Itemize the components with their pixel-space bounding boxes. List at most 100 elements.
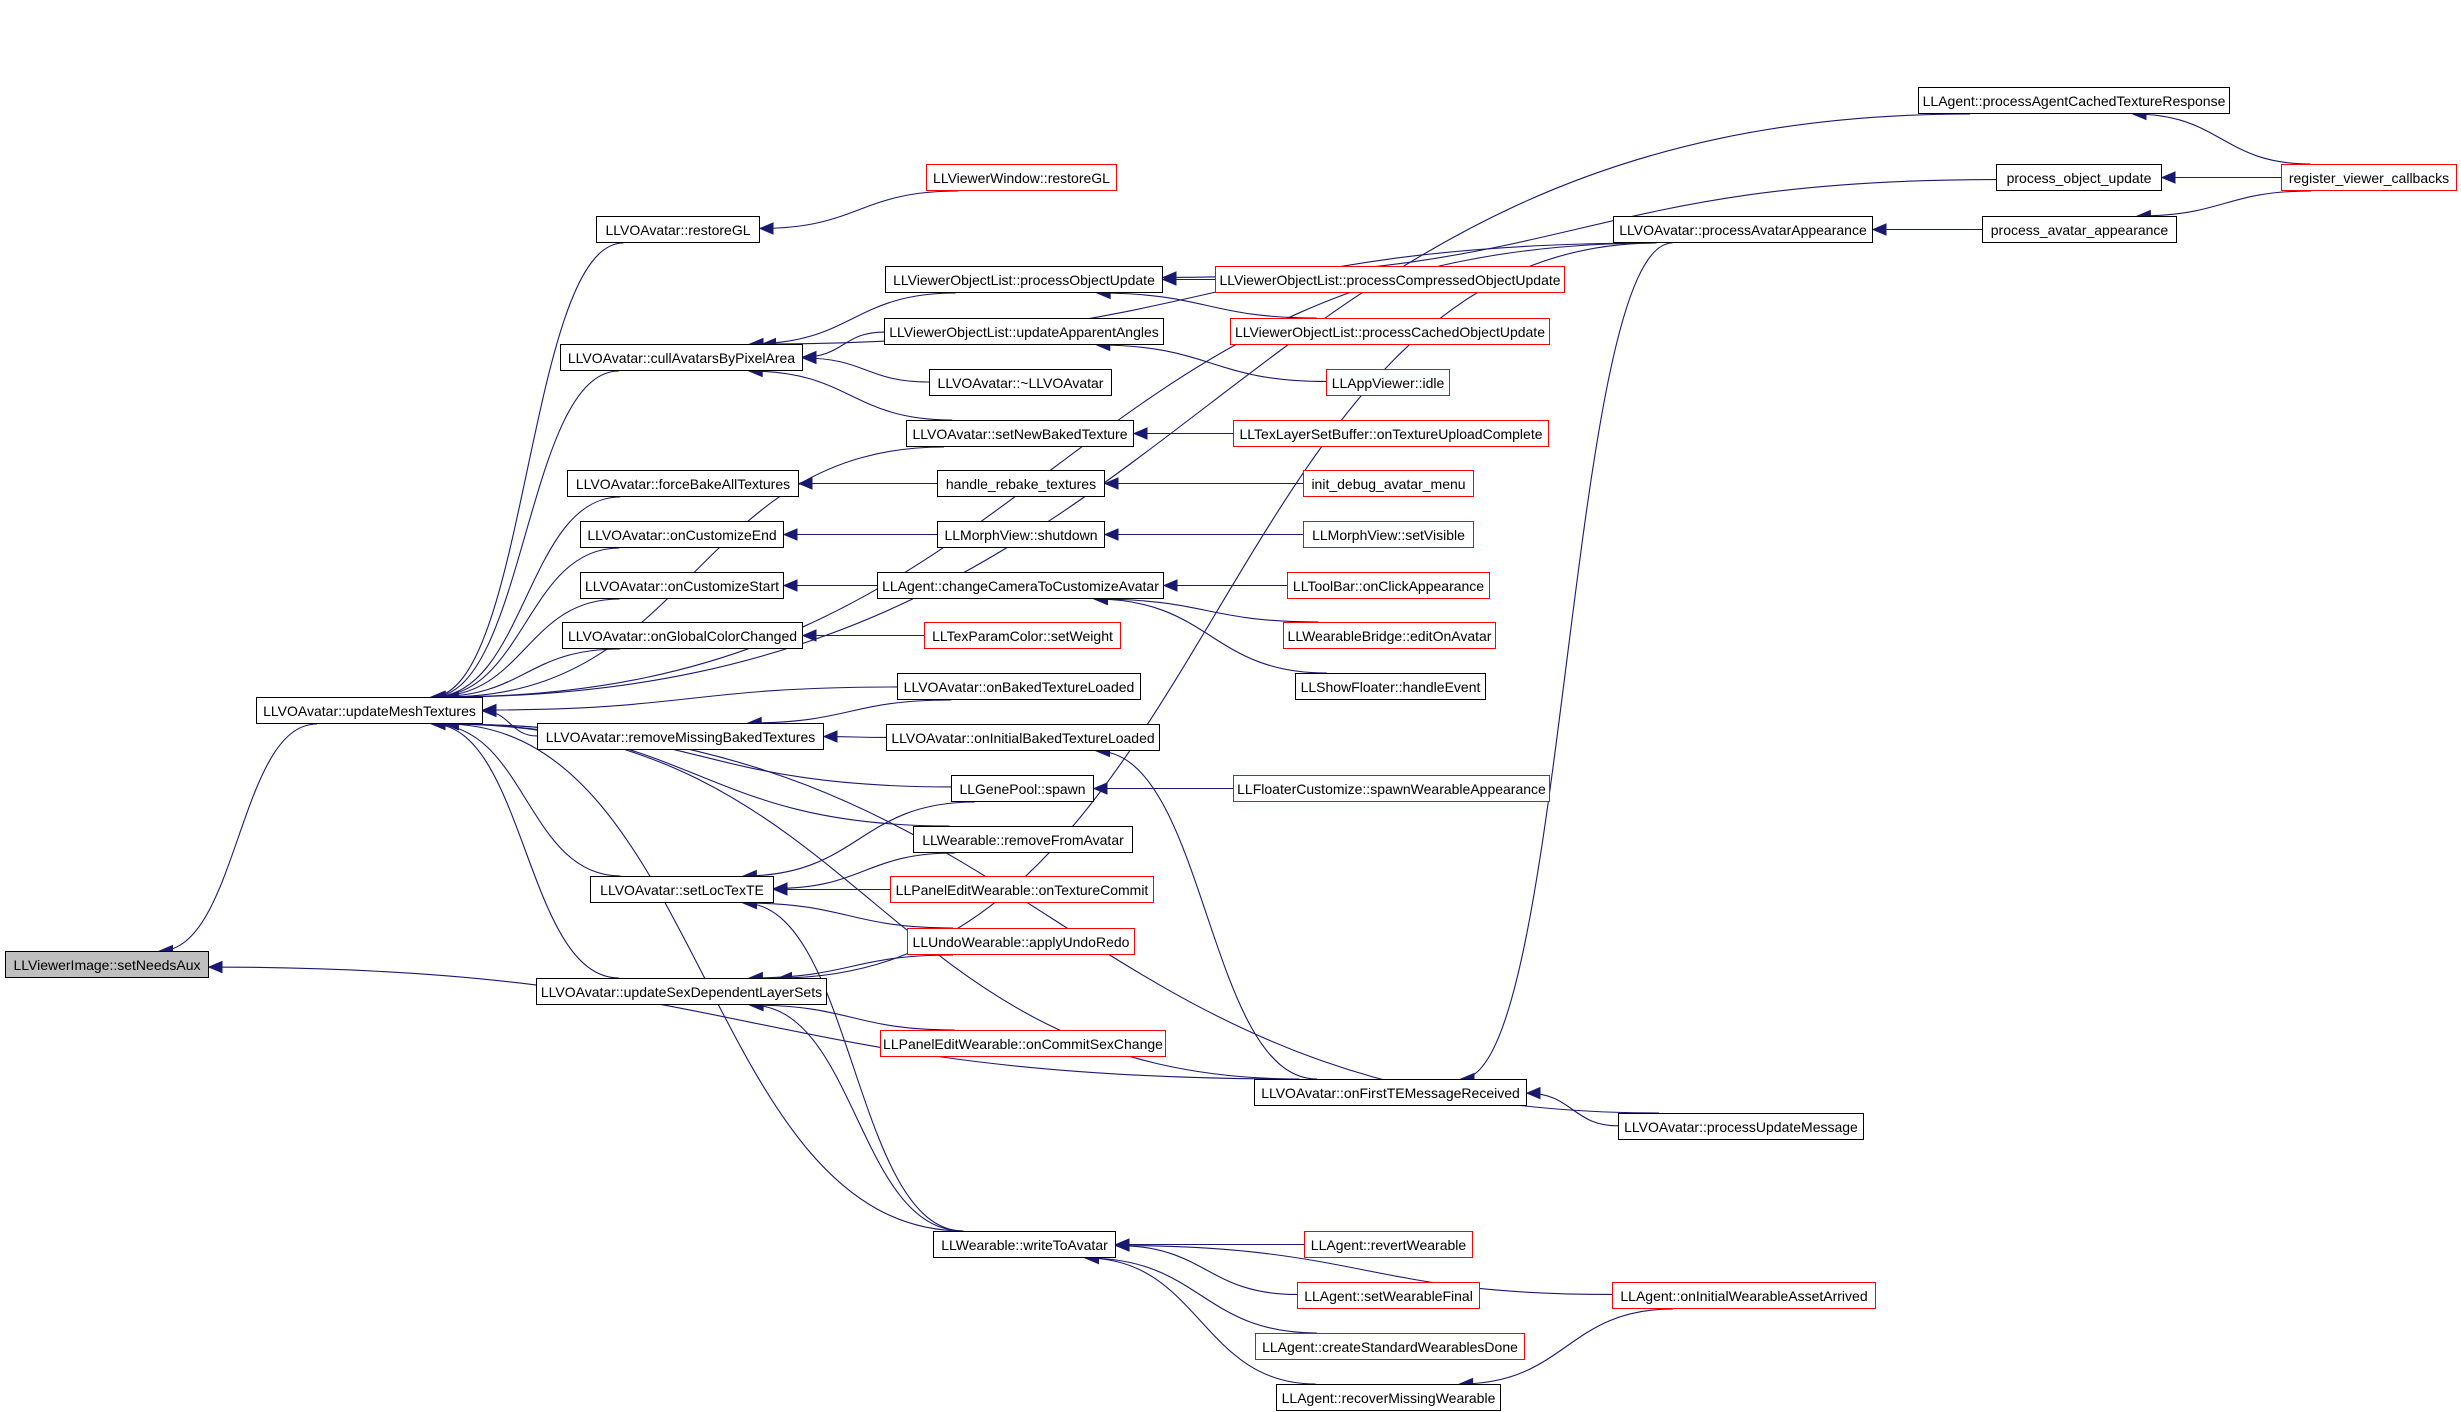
graph-arrowhead [481,703,497,717]
graph-edge-n25-to-n10 [749,954,954,979]
graph-node-n13[interactable]: LLViewerObjectList::updateApparentAngles [884,318,1164,345]
graph-node-label: LLVOAvatar::~LLVOAvatar [937,374,1104,391]
graph-arrowhead [1132,427,1148,440]
graph-edge-n42-to-n28 [1085,1257,1316,1385]
graph-arrowhead [801,351,817,365]
graph-node-n28[interactable]: LLWearable::writeToAvatar [933,1231,1116,1258]
graph-node-n32[interactable]: LLTexLayerSetBuffer::onTextureUploadComp… [1233,420,1549,447]
graph-arrowhead [782,528,798,541]
graph-edge-n7-to-n1 [432,648,620,698]
graph-node-n35[interactable]: LLToolBar::onClickAppearance [1287,572,1490,599]
graph-node-label: LLWearable::removeFromAvatar [922,831,1124,848]
graph-edge-n47-to-n46 [2137,190,2312,217]
graph-node-n10[interactable]: LLVOAvatar::updateSexDependentLayerSets [536,978,827,1005]
graph-node-n3[interactable]: LLVOAvatar::cullAvatarsByPixelArea [560,344,803,371]
graph-node-n23[interactable]: LLWearable::removeFromAvatar [913,826,1133,853]
graph-node-label: LLViewerObjectList::processCompressedObj… [1219,271,1561,288]
graph-node-n42[interactable]: LLAgent::recoverMissingWearable [1276,1384,1501,1411]
graph-node-n33[interactable]: init_debug_avatar_menu [1303,470,1474,497]
graph-node-n18[interactable]: LLAgent::changeCameraToCustomizeAvatar [877,572,1164,599]
graph-node-label: LLVOAvatar::removeMissingBakedTextures [545,728,816,745]
graph-edge-n20-to-n8 [748,699,952,724]
graph-node-n20[interactable]: LLVOAvatar::onBakedTextureLoaded [897,673,1141,700]
graph-edge-n44-to-n27 [1460,242,1673,1080]
graph-node-n0[interactable]: LLViewerImage::setNeedsAux [5,951,209,978]
graph-node-n30[interactable]: LLViewerObjectList::processCachedObjectU… [1230,318,1550,345]
graph-node-n15[interactable]: LLVOAvatar::setNewBakedTexture [906,420,1134,447]
graph-node-label: LLViewerImage::setNeedsAux [13,956,201,973]
graph-node-label: register_viewer_callbacks [2288,169,2450,186]
graph-edge-n43-to-n1 [445,113,1971,698]
graph-node-n12[interactable]: LLViewerObjectList::processObjectUpdate [885,266,1163,293]
graph-node-n36[interactable]: LLWearableBridge::editOnAvatar [1283,622,1496,649]
graph-arrowhead [801,629,817,642]
graph-node-n27[interactable]: LLVOAvatar::onFirstTEMessageReceived [1254,1079,1527,1106]
graph-node-n47[interactable]: register_viewer_callbacks [2281,164,2457,191]
graph-edge-n15-to-n3 [749,370,953,421]
graph-node-n11[interactable]: LLViewerWindow::restoreGL [926,164,1117,191]
graph-node-label: LLVOAvatar::updateSexDependentLayerSets [540,983,823,1000]
graph-node-n16[interactable]: handle_rebake_textures [937,470,1105,497]
graph-node-n44[interactable]: LLVOAvatar::processAvatarAppearance [1613,216,1873,243]
graph-node-n41[interactable]: LLAgent::createStandardWearablesDone [1255,1333,1525,1360]
graph-node-n31[interactable]: LLAppViewer::idle [1326,369,1450,396]
graph-arrowhead [797,477,813,490]
graph-node-n19[interactable]: LLTexParamColor::setWeight [924,622,1121,649]
graph-edge-n40-to-n28 [1115,1244,1298,1296]
graph-node-n17[interactable]: LLMorphView::shutdown [937,521,1105,548]
graph-node-n43[interactable]: LLAgent::processAgentCachedTextureRespon… [1918,87,2230,114]
graph-node-n21[interactable]: LLVOAvatar::onInitialBakedTextureLoaded [886,724,1160,751]
graph-node-label: LLAgent::revertWearable [1310,1236,1467,1253]
graph-node-n49[interactable]: LLAgent::onInitialWearableAssetArrived [1612,1282,1876,1309]
graph-node-n9[interactable]: LLVOAvatar::setLocTexTE [590,876,774,903]
graph-node-label: LLVOAvatar::setNewBakedTexture [912,425,1128,442]
graph-node-n25[interactable]: LLUndoWearable::applyUndoRedo [907,928,1135,955]
graph-node-n48[interactable]: LLVOAvatar::processUpdateMessage [1618,1113,1864,1140]
graph-edge-n28-to-n9 [743,902,964,1232]
graph-node-n8[interactable]: LLVOAvatar::removeMissingBakedTextures [537,723,824,750]
graph-edge-n26-to-n10 [749,1004,955,1031]
graph-arrowhead [772,883,788,896]
graph-node-n4[interactable]: LLVOAvatar::forceBakeAllTextures [567,470,799,497]
graph-node-label: LLTexParamColor::setWeight [932,627,1113,644]
graph-edge-n27-to-n21 [1096,750,1318,1080]
graph-arrowhead [2160,171,2176,184]
graph-edge-n47-to-n43 [2132,113,2311,165]
graph-node-label: LLMorphView::setVisible [1312,526,1465,543]
graph-node-label: LLFloaterCustomize::spawnWearableAppeara… [1237,780,1546,797]
graph-node-n7[interactable]: LLVOAvatar::onGlobalColorChanged [562,622,803,649]
graph-node-label: handle_rebake_textures [945,475,1097,492]
graph-edge-n49-to-n28 [1115,1244,1613,1296]
graph-edge-n5-to-n1 [431,547,620,698]
graph-edge-n6-to-n1 [431,598,620,698]
graph-node-n45[interactable]: process_object_update [1996,164,2162,191]
graph-node-n22[interactable]: LLGenePool::spawn [951,775,1094,802]
graph-node-n29[interactable]: LLViewerObjectList::processCompressedObj… [1215,266,1565,293]
graph-node-n37[interactable]: LLShowFloater::handleEvent [1295,673,1486,700]
graph-node-label: LLVOAvatar::setLocTexTE [600,881,764,898]
graph-node-n26[interactable]: LLPanelEditWearable::onCommitSexChange [880,1030,1166,1057]
graph-node-n5[interactable]: LLVOAvatar::onCustomizeEnd [580,521,784,548]
graph-node-n39[interactable]: LLAgent::revertWearable [1304,1231,1473,1258]
graph-node-label: LLVOAvatar::onCustomizeStart [584,577,780,594]
graph-edge-n28-to-n10 [750,1004,964,1232]
graph-node-n2[interactable]: LLVOAvatar::restoreGL [596,216,760,243]
graph-node-n24[interactable]: LLPanelEditWearable::onTextureCommit [890,876,1154,903]
graph-node-n1[interactable]: LLVOAvatar::updateMeshTextures [256,697,483,724]
graph-edge-n23-to-n9 [773,852,955,890]
graph-edge-n28-to-n1 [445,723,964,1232]
graph-node-label: LLPanelEditWearable::onCommitSexChange [883,1035,1163,1052]
graph-node-label: LLViewerObjectList::processCachedObjectU… [1235,323,1545,340]
graph-node-n40[interactable]: LLAgent::setWearableFinal [1297,1282,1480,1309]
graph-node-label: LLAgent::processAgentCachedTextureRespon… [1922,92,2226,109]
graph-node-n34[interactable]: LLMorphView::setVisible [1303,521,1474,548]
graph-node-n38[interactable]: LLFloaterCustomize::spawnWearableAppeara… [1233,775,1550,802]
graph-node-label: process_avatar_appearance [1990,221,2169,238]
graph-node-label: LLVOAvatar::processUpdateMessage [1624,1118,1858,1135]
graph-node-n46[interactable]: process_avatar_appearance [1982,216,2177,243]
graph-arrowhead [1162,579,1178,592]
graph-node-label: LLAgent::changeCameraToCustomizeAvatar [882,577,1159,594]
graph-node-n6[interactable]: LLVOAvatar::onCustomizeStart [580,572,784,599]
graph-node-n14[interactable]: LLVOAvatar::~LLVOAvatar [929,369,1112,396]
